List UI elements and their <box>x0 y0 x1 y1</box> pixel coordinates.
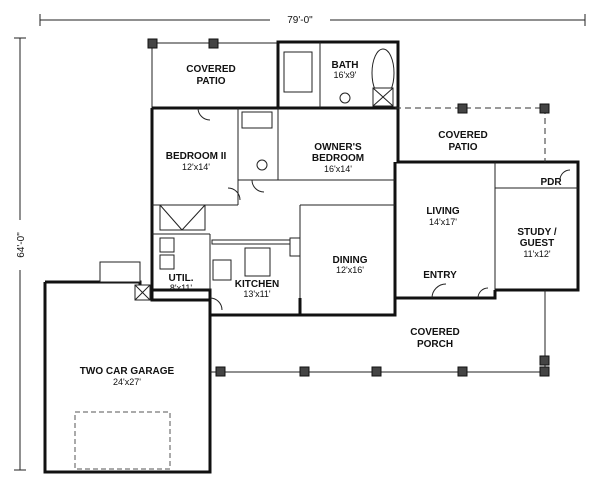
bath-label: BATH <box>331 60 358 71</box>
bedroom-ii-label: BEDROOM II <box>166 151 227 162</box>
overall-width-label: 79'-0" <box>287 15 313 26</box>
rear-patio-right-label-2: PATIO <box>448 142 477 153</box>
util-label: UTIL. <box>169 273 194 284</box>
util-size: 8'x11' <box>170 283 193 293</box>
owners-bedroom-label: OWNER'S <box>314 142 362 153</box>
garage-label: TWO CAR GARAGE <box>80 366 175 377</box>
overall-depth-label: 64'-0" <box>16 232 27 258</box>
garage-size: 24'x27' <box>113 377 141 387</box>
dining-label: DINING <box>333 255 368 266</box>
owners-bedroom-size: 16'x14' <box>324 164 352 174</box>
dimension-lines <box>12 12 586 471</box>
dining-size: 12'x16' <box>336 265 364 275</box>
door-swings <box>197 107 571 311</box>
rear-patio-left-label-2: PATIO <box>196 76 225 87</box>
bath-fixtures <box>241 48 395 171</box>
front-porch-outline <box>210 103 550 377</box>
kitchen-size: 13'x11' <box>243 289 271 299</box>
living-label: LIVING <box>426 206 460 217</box>
interior-walls <box>152 42 578 298</box>
study-guest-label-2: GUEST <box>520 238 554 249</box>
rear-patio-outline <box>147 38 278 108</box>
kitchen-label: KITCHEN <box>235 279 279 290</box>
living-size: 14'x17' <box>429 217 457 227</box>
covered-porch-label-2: PORCH <box>417 339 453 350</box>
pdr-label: PDR <box>540 177 562 188</box>
rear-patio-right-label: COVERED <box>438 130 487 141</box>
rear-patio-left-label: COVERED <box>186 64 235 75</box>
owners-bedroom-label-2: BEDROOM <box>312 153 364 164</box>
study-guest-label: STUDY / <box>517 227 556 238</box>
study-guest-size: 11'x12' <box>523 249 551 259</box>
bedroom-closet <box>159 204 206 231</box>
exterior-walls <box>150 40 580 317</box>
bedroom-ii-size: 12'x14' <box>182 162 210 172</box>
bath-size: 16'x9' <box>334 70 357 80</box>
covered-porch-label: COVERED <box>410 327 459 338</box>
garage-outline <box>43 261 212 474</box>
kitchen-fixtures <box>159 237 301 281</box>
entry-label: ENTRY <box>423 270 457 281</box>
